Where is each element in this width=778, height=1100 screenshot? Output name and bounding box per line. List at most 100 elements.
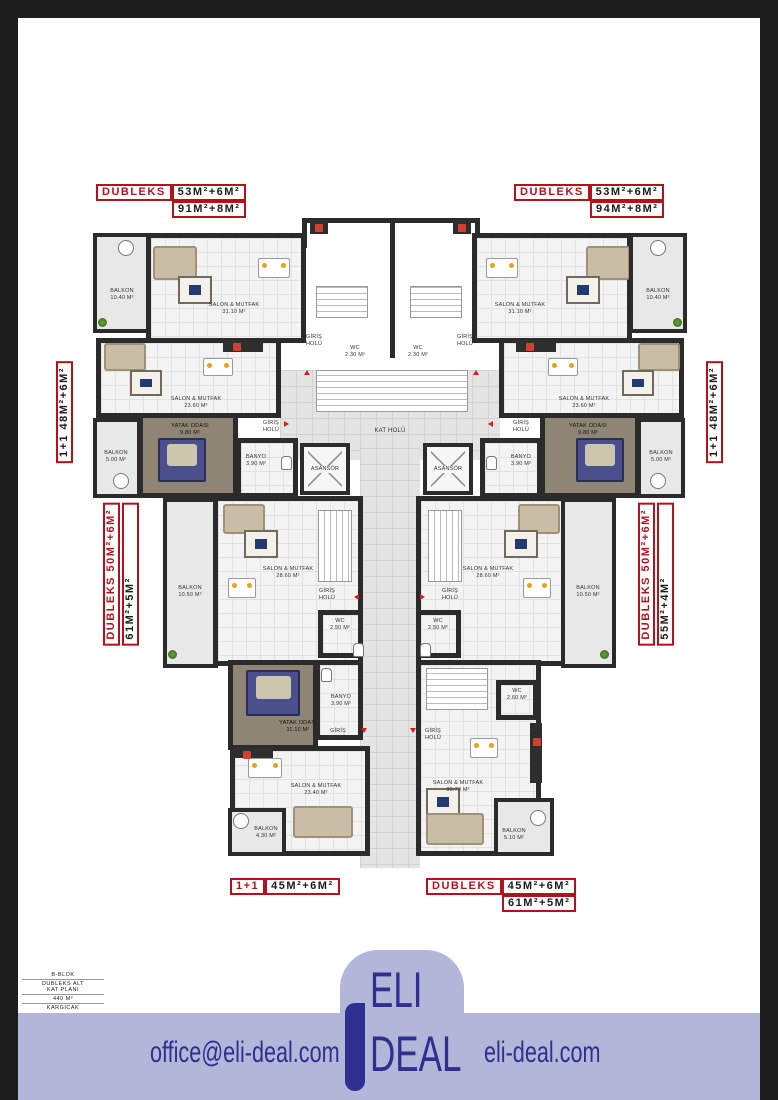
area-tag-bottom-left: 1+1 45M²+6M² — [230, 878, 340, 895]
tr-internal-stair — [410, 286, 462, 318]
rug-icon — [130, 370, 162, 396]
dining-table-icon — [248, 758, 282, 778]
sofa-icon — [586, 246, 630, 280]
kitchen-icon — [233, 748, 273, 759]
table-icon — [530, 810, 546, 826]
entry-arrow-icon — [304, 370, 310, 375]
entry-arrow-icon — [410, 728, 416, 733]
plant-icon — [673, 318, 682, 327]
cl-balcony — [163, 498, 218, 668]
unit-area-label: 91M²+8M² — [172, 201, 247, 218]
ml-bathroom — [236, 438, 298, 498]
unit-area-label: 45M²+6M² — [265, 878, 340, 895]
br-internal-stair — [426, 668, 488, 710]
unit-type-label: DUBLEKS — [96, 184, 172, 201]
bed-icon — [158, 438, 206, 482]
area-tag-top-left: DUBLEKS 53M²+6M² 91M²+8M² — [96, 184, 247, 218]
cl-wc — [318, 610, 363, 658]
kitchen-icon — [530, 723, 542, 783]
plan-area: 440 M² — [22, 994, 104, 1003]
unit-area-label: 94M²+8M² — [590, 201, 665, 218]
unit-area-vertical: 55M²+4M² — [657, 503, 674, 646]
wall — [302, 218, 392, 223]
area-tag-left-side: 1+1 48M²+6M² — [56, 361, 73, 464]
dining-table-icon — [470, 738, 498, 758]
unit-type-label: 1+1 — [230, 878, 266, 895]
logo-text-top: ELI — [370, 962, 423, 1018]
dining-table-icon — [258, 258, 290, 278]
cr-balcony — [561, 498, 616, 668]
toilet-icon — [321, 668, 332, 682]
block-name: B-BLOK — [51, 972, 75, 978]
cl-internal-stair — [318, 510, 352, 582]
kitchen-icon — [223, 340, 263, 352]
entry-arrow-icon — [284, 421, 289, 427]
wall — [390, 218, 395, 358]
area-tag-top-right: DUBLEKS 53M²+6M² 94M²+8M² — [514, 184, 665, 218]
logo-text-bottom: DEAL — [370, 1026, 462, 1082]
toilet-icon — [420, 643, 431, 657]
unit-area-label: 61M²+5M² — [502, 895, 577, 912]
br-balcony — [494, 798, 554, 856]
plant-icon — [600, 650, 609, 659]
kitchen-icon — [516, 340, 556, 352]
area-tag-bottom-right: DUBLEKS 45M²+6M² 61M²+5M² — [426, 878, 577, 912]
rug-icon — [426, 788, 460, 816]
entry-arrow-icon — [354, 594, 359, 600]
table-icon — [118, 240, 134, 256]
plan-location: KARGICAK — [22, 1003, 104, 1012]
sofa-icon — [426, 813, 484, 845]
sofa-icon — [153, 246, 197, 280]
toilet-icon — [486, 456, 497, 470]
unit-area-label: 53M²+6M² — [589, 184, 665, 201]
footer-email-link[interactable]: office@eli-deal.com — [150, 1036, 340, 1069]
unit-area-label: 45M²+6M² — [501, 878, 577, 895]
area-tag-right-side: 1+1 48M²+6M² — [706, 361, 723, 464]
unit-type-vertical: DUBLEKS 50M²+6M² — [638, 503, 655, 646]
cr-wc — [416, 610, 461, 658]
sofa-icon — [104, 343, 146, 371]
dining-table-icon — [548, 358, 578, 376]
kitchen-icon — [310, 220, 328, 234]
wall — [390, 218, 480, 223]
logo-mark-icon — [345, 1003, 365, 1091]
sofa-icon — [638, 343, 680, 371]
kat-holu-label: KAT HOLÜ — [374, 428, 406, 434]
sofa-icon — [293, 806, 353, 838]
dining-table-icon — [486, 258, 518, 278]
area-tag-right-mid: DUBLEKS 50M²+6M² 55M²+4M² — [638, 503, 674, 646]
table-icon — [650, 240, 666, 256]
entry-arrow-icon — [420, 594, 425, 600]
table-icon — [650, 473, 666, 489]
elevator-right-label: ASANSÖR — [433, 466, 463, 473]
entry-arrow-icon — [473, 370, 479, 375]
footer-website-link[interactable]: eli-deal.com — [484, 1036, 601, 1069]
tl-internal-stair — [316, 286, 368, 318]
tl-salon — [146, 233, 306, 343]
area-tag-left-mid: DUBLEKS 50M²+6M² 61M²+5M² — [103, 503, 139, 646]
unit-label-vertical: 1+1 48M²+6M² — [56, 361, 73, 464]
entry-arrow-icon — [361, 728, 367, 733]
rug-icon — [622, 370, 654, 396]
sofa-icon — [518, 504, 560, 534]
